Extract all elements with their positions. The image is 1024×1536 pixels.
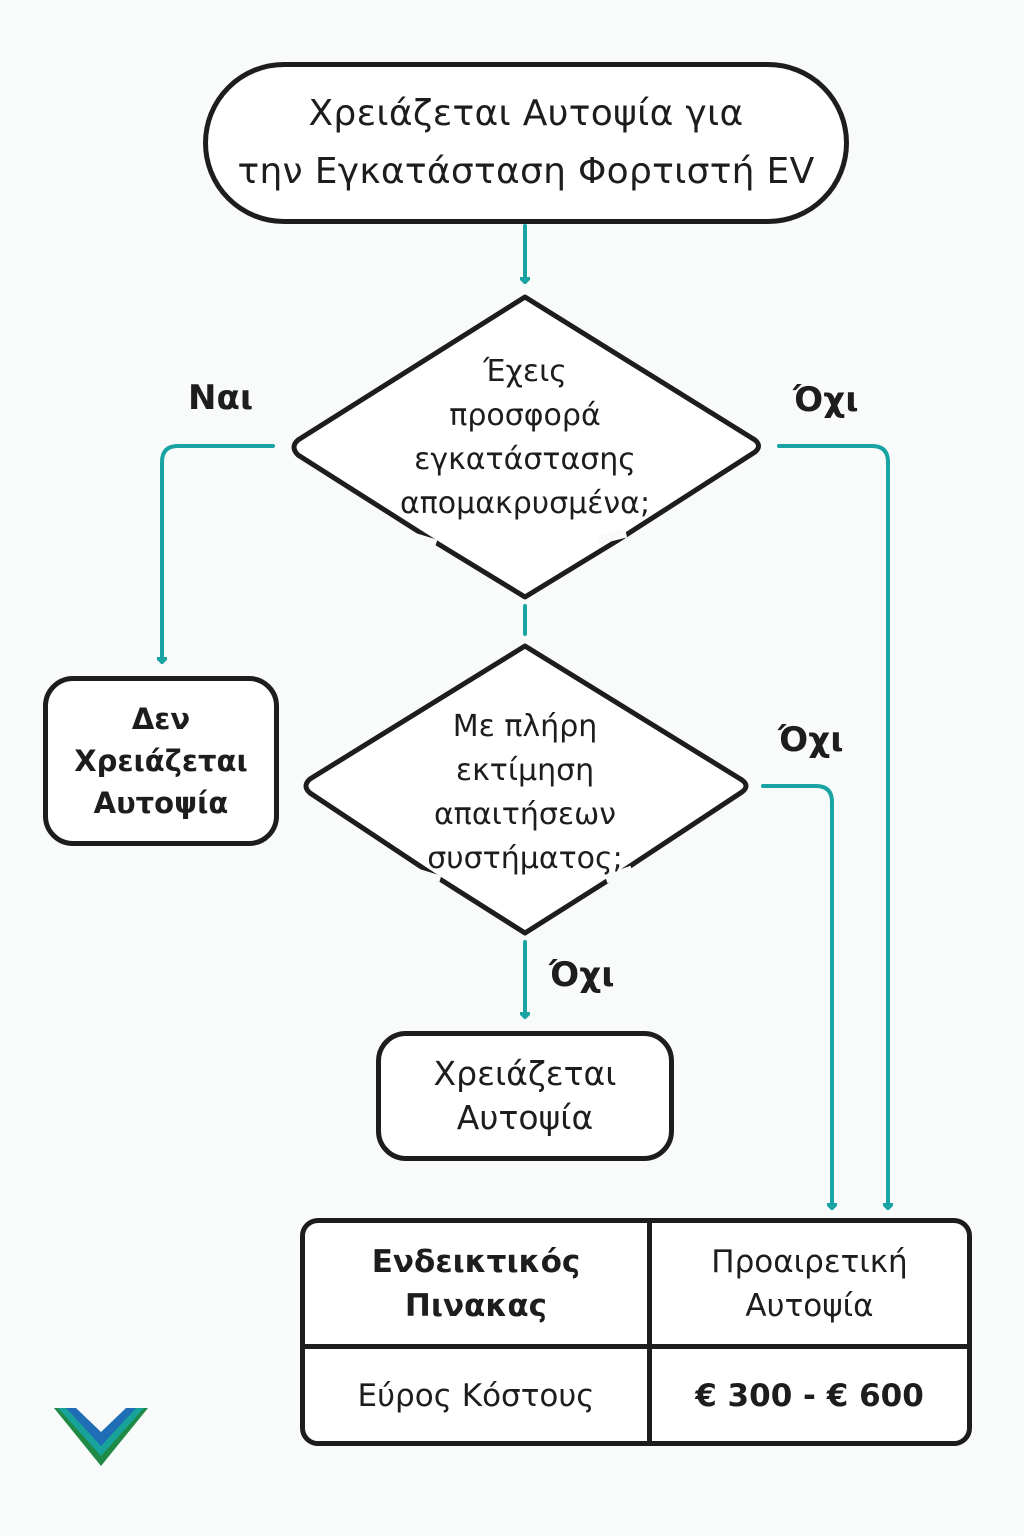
decision-1-gap-left <box>408 531 438 549</box>
table-header-left-line: Πινακας <box>404 1287 548 1324</box>
outcome-need-line: Αυτοψία <box>456 1098 594 1137</box>
cost-table: Ενδεικτικός Πινακας Προαιρετική Αυτοψία … <box>300 1218 972 1446</box>
table-header-right-line: Προαιρετική <box>711 1243 908 1280</box>
decision-1-gap-right <box>596 528 628 545</box>
table-header-right: Προαιρετική Αυτοψία <box>652 1223 967 1344</box>
decision-2-gap-left <box>412 867 442 885</box>
decision-1-line: προσφορά <box>449 398 601 433</box>
edge-label-yes: Ναι <box>188 378 254 418</box>
decision-2-text: Με πλήρη εκτίμηση απαιτήσεων συστήματος; <box>370 705 680 881</box>
decision-1-line: Έχεις <box>483 354 567 389</box>
decision-2-shape <box>303 643 749 936</box>
outcome-inspection-needed-box: Χρειάζεται Αυτοψία <box>376 1031 674 1161</box>
table-header-left-line: Ενδεικτικός <box>371 1243 581 1280</box>
decision-2-line: Με πλήρη <box>452 709 598 744</box>
start-line-2: την Εγκατάσταση Φορτιστή EV <box>237 151 815 192</box>
outcome-no-need-line: Χρειάζεται <box>74 744 248 778</box>
outcome-no-inspection-box: Δεν Χρειάζεται Αυτοψία <box>43 676 279 846</box>
edge-label-no-down: Όχι <box>549 955 615 995</box>
edge-label-no-mid: Όχι <box>778 720 844 760</box>
start-line-1: Χρειάζεται Αυτοψία για <box>308 93 744 134</box>
edge-label-no-top: Όχι <box>793 380 859 420</box>
arrow-yes-to-no-need <box>162 444 275 664</box>
table-row: Εύρος Κόστους € 300 - € 600 <box>305 1349 967 1441</box>
decision-1-line: απομακρυσμένα; <box>399 486 651 521</box>
table-cell-label: Εύρος Κόστους <box>305 1349 652 1441</box>
table-cell-value: € 300 - € 600 <box>695 1377 924 1414</box>
table-header-right-line: Αυτοψία <box>745 1287 874 1324</box>
decision-1-text: Έχεις προσφορά εγκατάστασης απομακρυσμέν… <box>360 350 690 526</box>
decision-2-line: απαιτήσεων <box>434 797 616 832</box>
start-node: Χρειάζεται Αυτοψία για την Εγκατάσταση Φ… <box>203 62 849 224</box>
decision-1-line: εγκατάστασης <box>414 442 636 477</box>
decision-1-shape <box>291 294 761 600</box>
arrow-no-top-to-table <box>777 444 888 1210</box>
decision-2-line: εκτίμηση <box>455 753 595 788</box>
outcome-need-line: Χρειάζεται <box>433 1054 617 1093</box>
table-header-row: Ενδεικτικός Πινακας Προαιρετική Αυτοψία <box>305 1223 967 1349</box>
v-logo-icon <box>54 1408 148 1466</box>
outcome-no-need-line: Αυτοψία <box>93 786 229 820</box>
decision-2-gap-right <box>604 865 634 884</box>
decision-2-line: συστήματος; <box>427 841 623 876</box>
outcome-no-need-line: Δεν <box>131 702 191 736</box>
table-header-left: Ενδεικτικός Πινακας <box>305 1223 652 1344</box>
arrow-no-mid-to-table <box>761 784 832 1210</box>
